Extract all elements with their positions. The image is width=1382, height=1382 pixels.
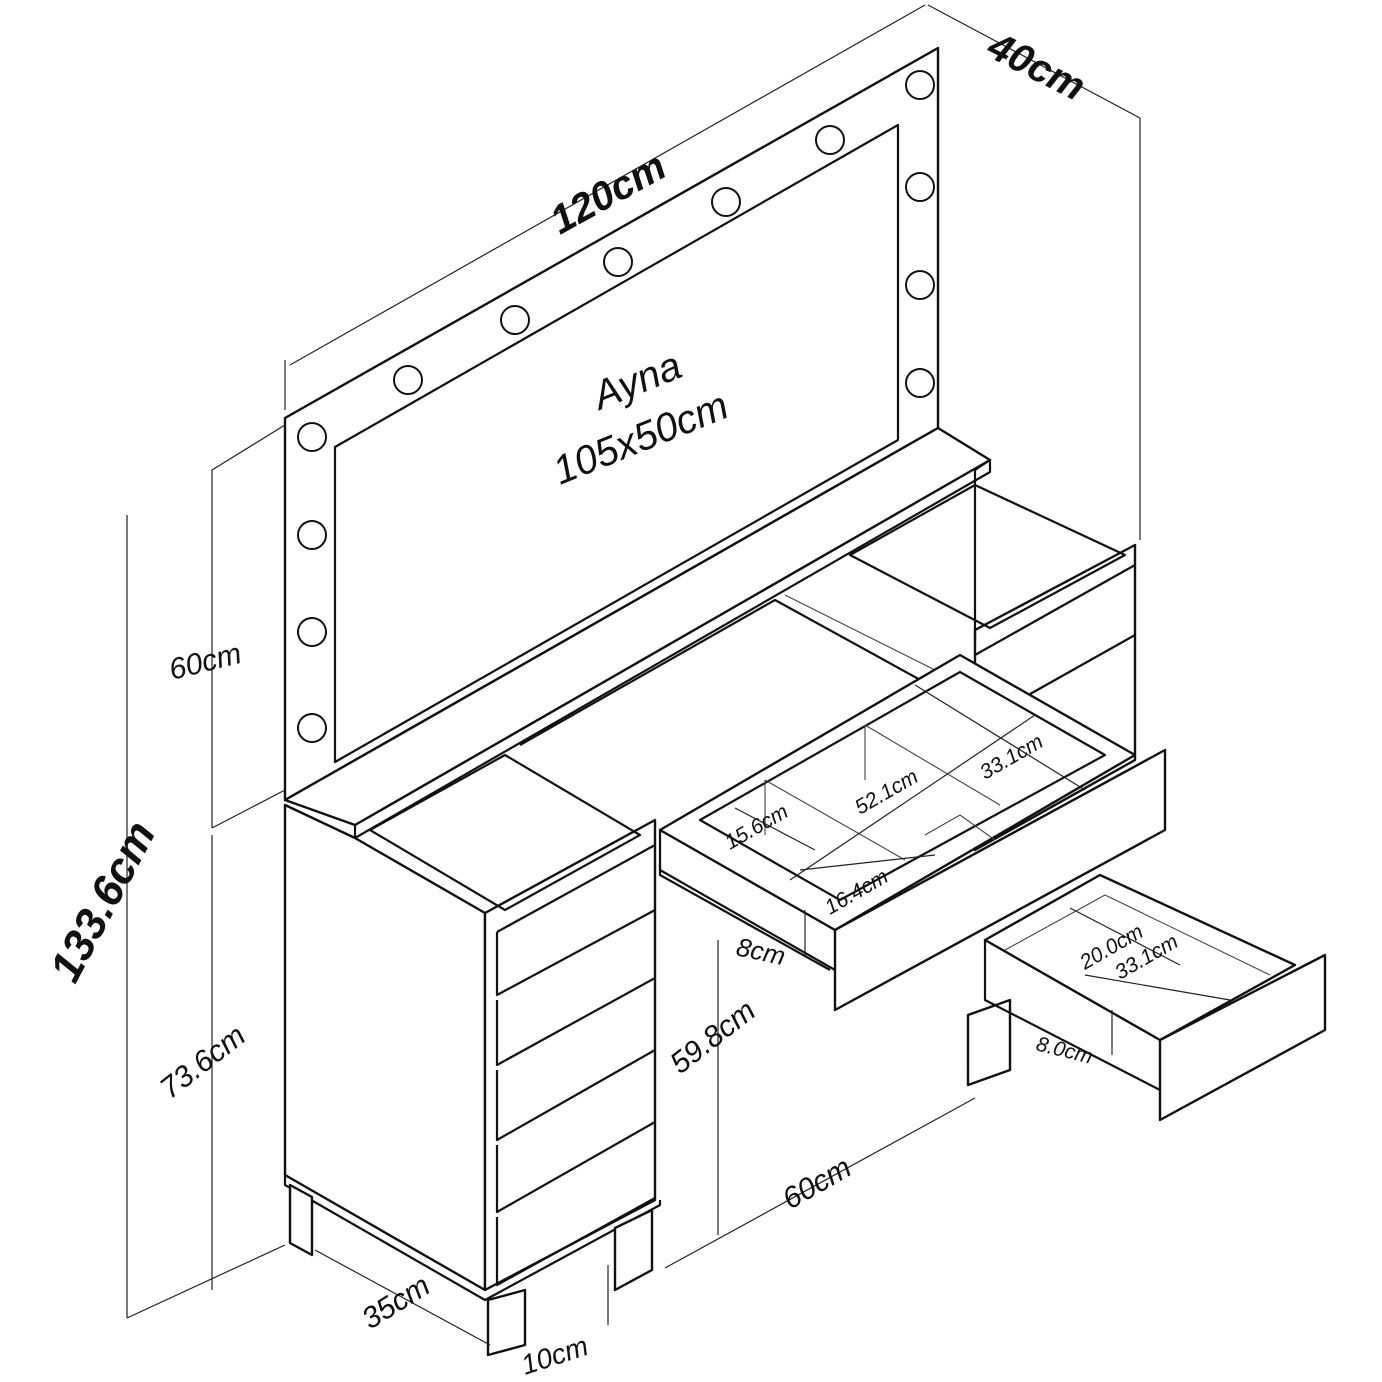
table-height-label: 73.6cm	[154, 1019, 252, 1106]
leg-height-label: 10cm	[517, 1330, 592, 1381]
mirror-height-label: 60cm	[166, 637, 245, 687]
dimension-lines	[126, 4, 1141, 1346]
knee-height-label: 59.8cm	[664, 994, 762, 1081]
side-drawer-height-label: 8.0cm	[1034, 1033, 1095, 1069]
mirror	[283, 46, 940, 802]
light-bulbs	[297, 70, 935, 743]
depth-label: 40cm	[980, 23, 1092, 109]
left-cabinet	[283, 753, 662, 1357]
open-center-drawer	[658, 653, 1167, 1012]
knee-width-label: 60cm	[777, 1151, 857, 1216]
open-side-drawer	[983, 873, 1327, 1122]
total-height-label: 133.6cm	[41, 813, 166, 989]
